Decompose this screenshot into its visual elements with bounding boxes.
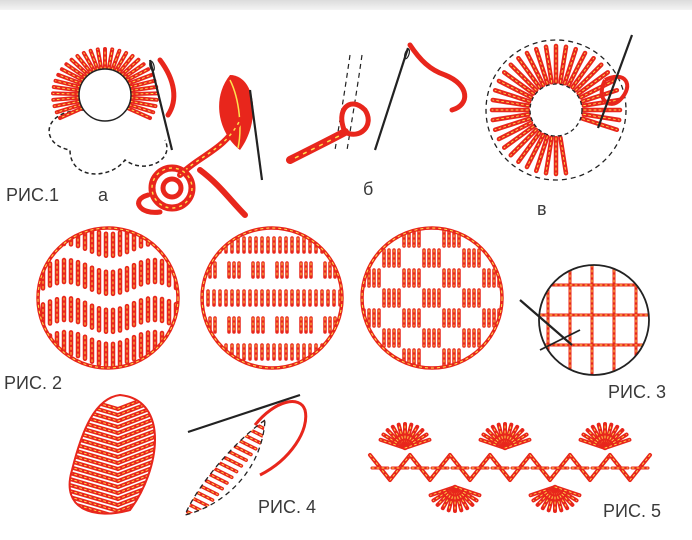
- fig2-label: РИС. 2: [4, 374, 62, 392]
- radial-ring-motif: [486, 35, 632, 180]
- running-stitch-motif: [290, 45, 465, 160]
- fig1-v-label: в: [537, 200, 547, 218]
- flower-motif: [49, 49, 174, 174]
- fig1-label: РИС.1: [6, 186, 59, 204]
- leaf-sampler-left: [70, 391, 165, 529]
- fig3-label: РИС. 3: [608, 383, 666, 401]
- border-motif: [370, 424, 650, 511]
- circle-sampler-grid: [520, 265, 650, 375]
- circle-sampler-waves: [36, 222, 178, 368]
- ring-motif: [139, 168, 192, 212]
- fig5-label: РИС. 5: [603, 502, 661, 520]
- fig4-label: РИС. 4: [258, 498, 316, 516]
- circle-sampler-checker: [362, 228, 502, 368]
- circle-sampler-bars: [202, 228, 342, 368]
- fig1-b-label: б: [363, 180, 373, 198]
- fig1-a-label: а: [98, 186, 108, 204]
